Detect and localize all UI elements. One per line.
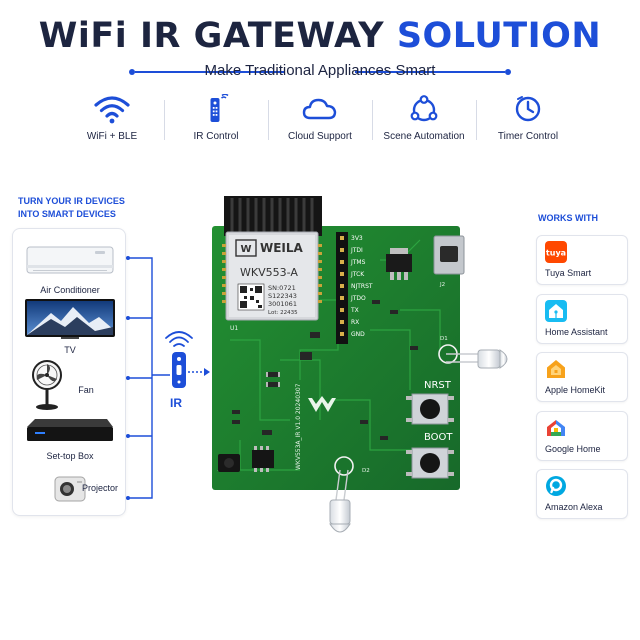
app-tuya-smart: tuya Tuya Smart	[536, 235, 628, 285]
set-top-box-icon	[27, 419, 113, 441]
subtitle-line-right	[355, 71, 505, 73]
pin-label: JTMS	[350, 259, 366, 266]
app-apple-homekit: Apple HomeKit	[536, 352, 628, 402]
svg-text:W: W	[240, 244, 251, 255]
nrst-label: NRST	[424, 380, 452, 391]
device-projector: Projector	[13, 473, 127, 509]
boot-label: BOOT	[424, 432, 453, 443]
module-lot: Lot: 22435	[268, 310, 298, 316]
app-name: Home Assistant	[545, 327, 608, 337]
app-name: Amazon Alexa	[545, 502, 603, 512]
feature-wifi: WiFi + BLE	[60, 94, 164, 146]
devices-heading-line-2: INTO SMART DEVICES	[18, 209, 116, 219]
ref-d1: D1	[440, 336, 448, 342]
google-home-logo-icon	[547, 420, 565, 436]
module-code-2: 3001061	[268, 300, 297, 308]
homekit-logo-icon	[547, 360, 565, 378]
app-name: Tuya Smart	[545, 268, 592, 278]
tv-icon	[25, 299, 115, 339]
reset-button-component	[406, 393, 454, 425]
remote-icon	[210, 94, 229, 122]
pin-label: TX	[350, 307, 359, 314]
device-air-conditioner: Air Conditioner	[13, 243, 127, 299]
device-set-top-box: Set-top Box	[13, 417, 127, 461]
feature-scene-automation: Scene Automation	[372, 94, 476, 146]
title-part-2: SOLUTION	[396, 16, 602, 56]
device-fan: Fan	[13, 359, 127, 429]
pin-label: JTDO	[350, 295, 366, 302]
devices-panel: Air Conditioner TV Fan	[12, 228, 126, 516]
pin-label: 3V3	[351, 235, 363, 242]
air-conditioner-icon	[26, 246, 114, 274]
svg-text:tuya: tuya	[546, 249, 566, 258]
feature-ir-control: IR Control	[164, 94, 268, 146]
board-silk-text: WKV553A_IR V1.0 20240307	[295, 383, 302, 470]
cloud-icon	[302, 98, 337, 120]
timer-icon	[515, 96, 541, 122]
ref-d2: D2	[362, 468, 370, 474]
pin-label: NJTRST	[351, 283, 373, 290]
devices-heading-line-1: TURN YOUR IR DEVICES	[18, 196, 125, 206]
device-label: Set-top Box	[46, 451, 94, 461]
home-assistant-logo-icon	[545, 300, 567, 322]
device-label: Air Conditioner	[40, 285, 100, 295]
title-part-1: WiFi IR GATEWAY	[38, 16, 385, 56]
subtitle-dot-right	[505, 69, 511, 75]
app-name: Google Home	[545, 444, 601, 454]
works-with-heading: WORKS WITH	[538, 213, 598, 223]
module-code-1: S122343	[268, 292, 297, 300]
ref-j2: J2	[439, 282, 445, 288]
automation-icon	[410, 95, 438, 122]
subtitle-row: Make Traditional Appliances Smart	[0, 62, 640, 82]
feature-label: Timer Control	[497, 131, 559, 142]
app-name: Apple HomeKit	[545, 385, 606, 395]
pin-label: JTCK	[350, 271, 365, 278]
ir-label: IR	[170, 396, 182, 410]
feature-label: IR Control	[193, 131, 239, 142]
feature-cloud: Cloud Support	[268, 94, 372, 146]
ref-u1: U1	[230, 325, 238, 332]
feature-label: WiFi + BLE	[86, 131, 138, 142]
device-label: TV	[64, 345, 76, 355]
device-tv: TV	[13, 297, 127, 359]
devices-heading: TURN YOUR IR DEVICES INTO SMART DEVICES	[18, 195, 125, 221]
subtitle-line-left	[135, 71, 285, 73]
pin-label: GND	[351, 331, 365, 338]
device-label: Fan	[78, 385, 94, 395]
module-brand: WEILA	[260, 241, 304, 255]
pin-label: JTDI	[350, 247, 363, 254]
page-title: WiFi IR GATEWAY SOLUTION	[0, 16, 640, 56]
module-sn: SN:0721	[268, 284, 296, 292]
tuya-logo-icon: tuya	[545, 241, 567, 263]
fan-icon	[32, 360, 62, 410]
feature-bar: WiFi + BLE IR Control Cloud Support	[60, 94, 580, 146]
feature-label: Scene Automation	[383, 131, 465, 142]
subtitle-dot-left	[129, 69, 135, 75]
wifi-icon	[94, 96, 130, 124]
alexa-logo-icon	[546, 476, 566, 496]
module-model: WKV553-A	[240, 266, 298, 279]
app-amazon-alexa: Amazon Alexa	[536, 469, 628, 519]
app-home-assistant: Home Assistant	[536, 294, 628, 344]
device-label: Projector	[81, 483, 118, 493]
boot-button-component	[406, 447, 454, 479]
feature-timer: Timer Control	[476, 94, 580, 146]
pin-label: RX	[351, 319, 359, 326]
feature-label: Cloud Support	[288, 131, 352, 142]
app-google-home: Google Home	[536, 411, 628, 461]
projector-icon	[54, 476, 86, 502]
subtitle: Make Traditional Appliances Smart	[204, 62, 436, 79]
